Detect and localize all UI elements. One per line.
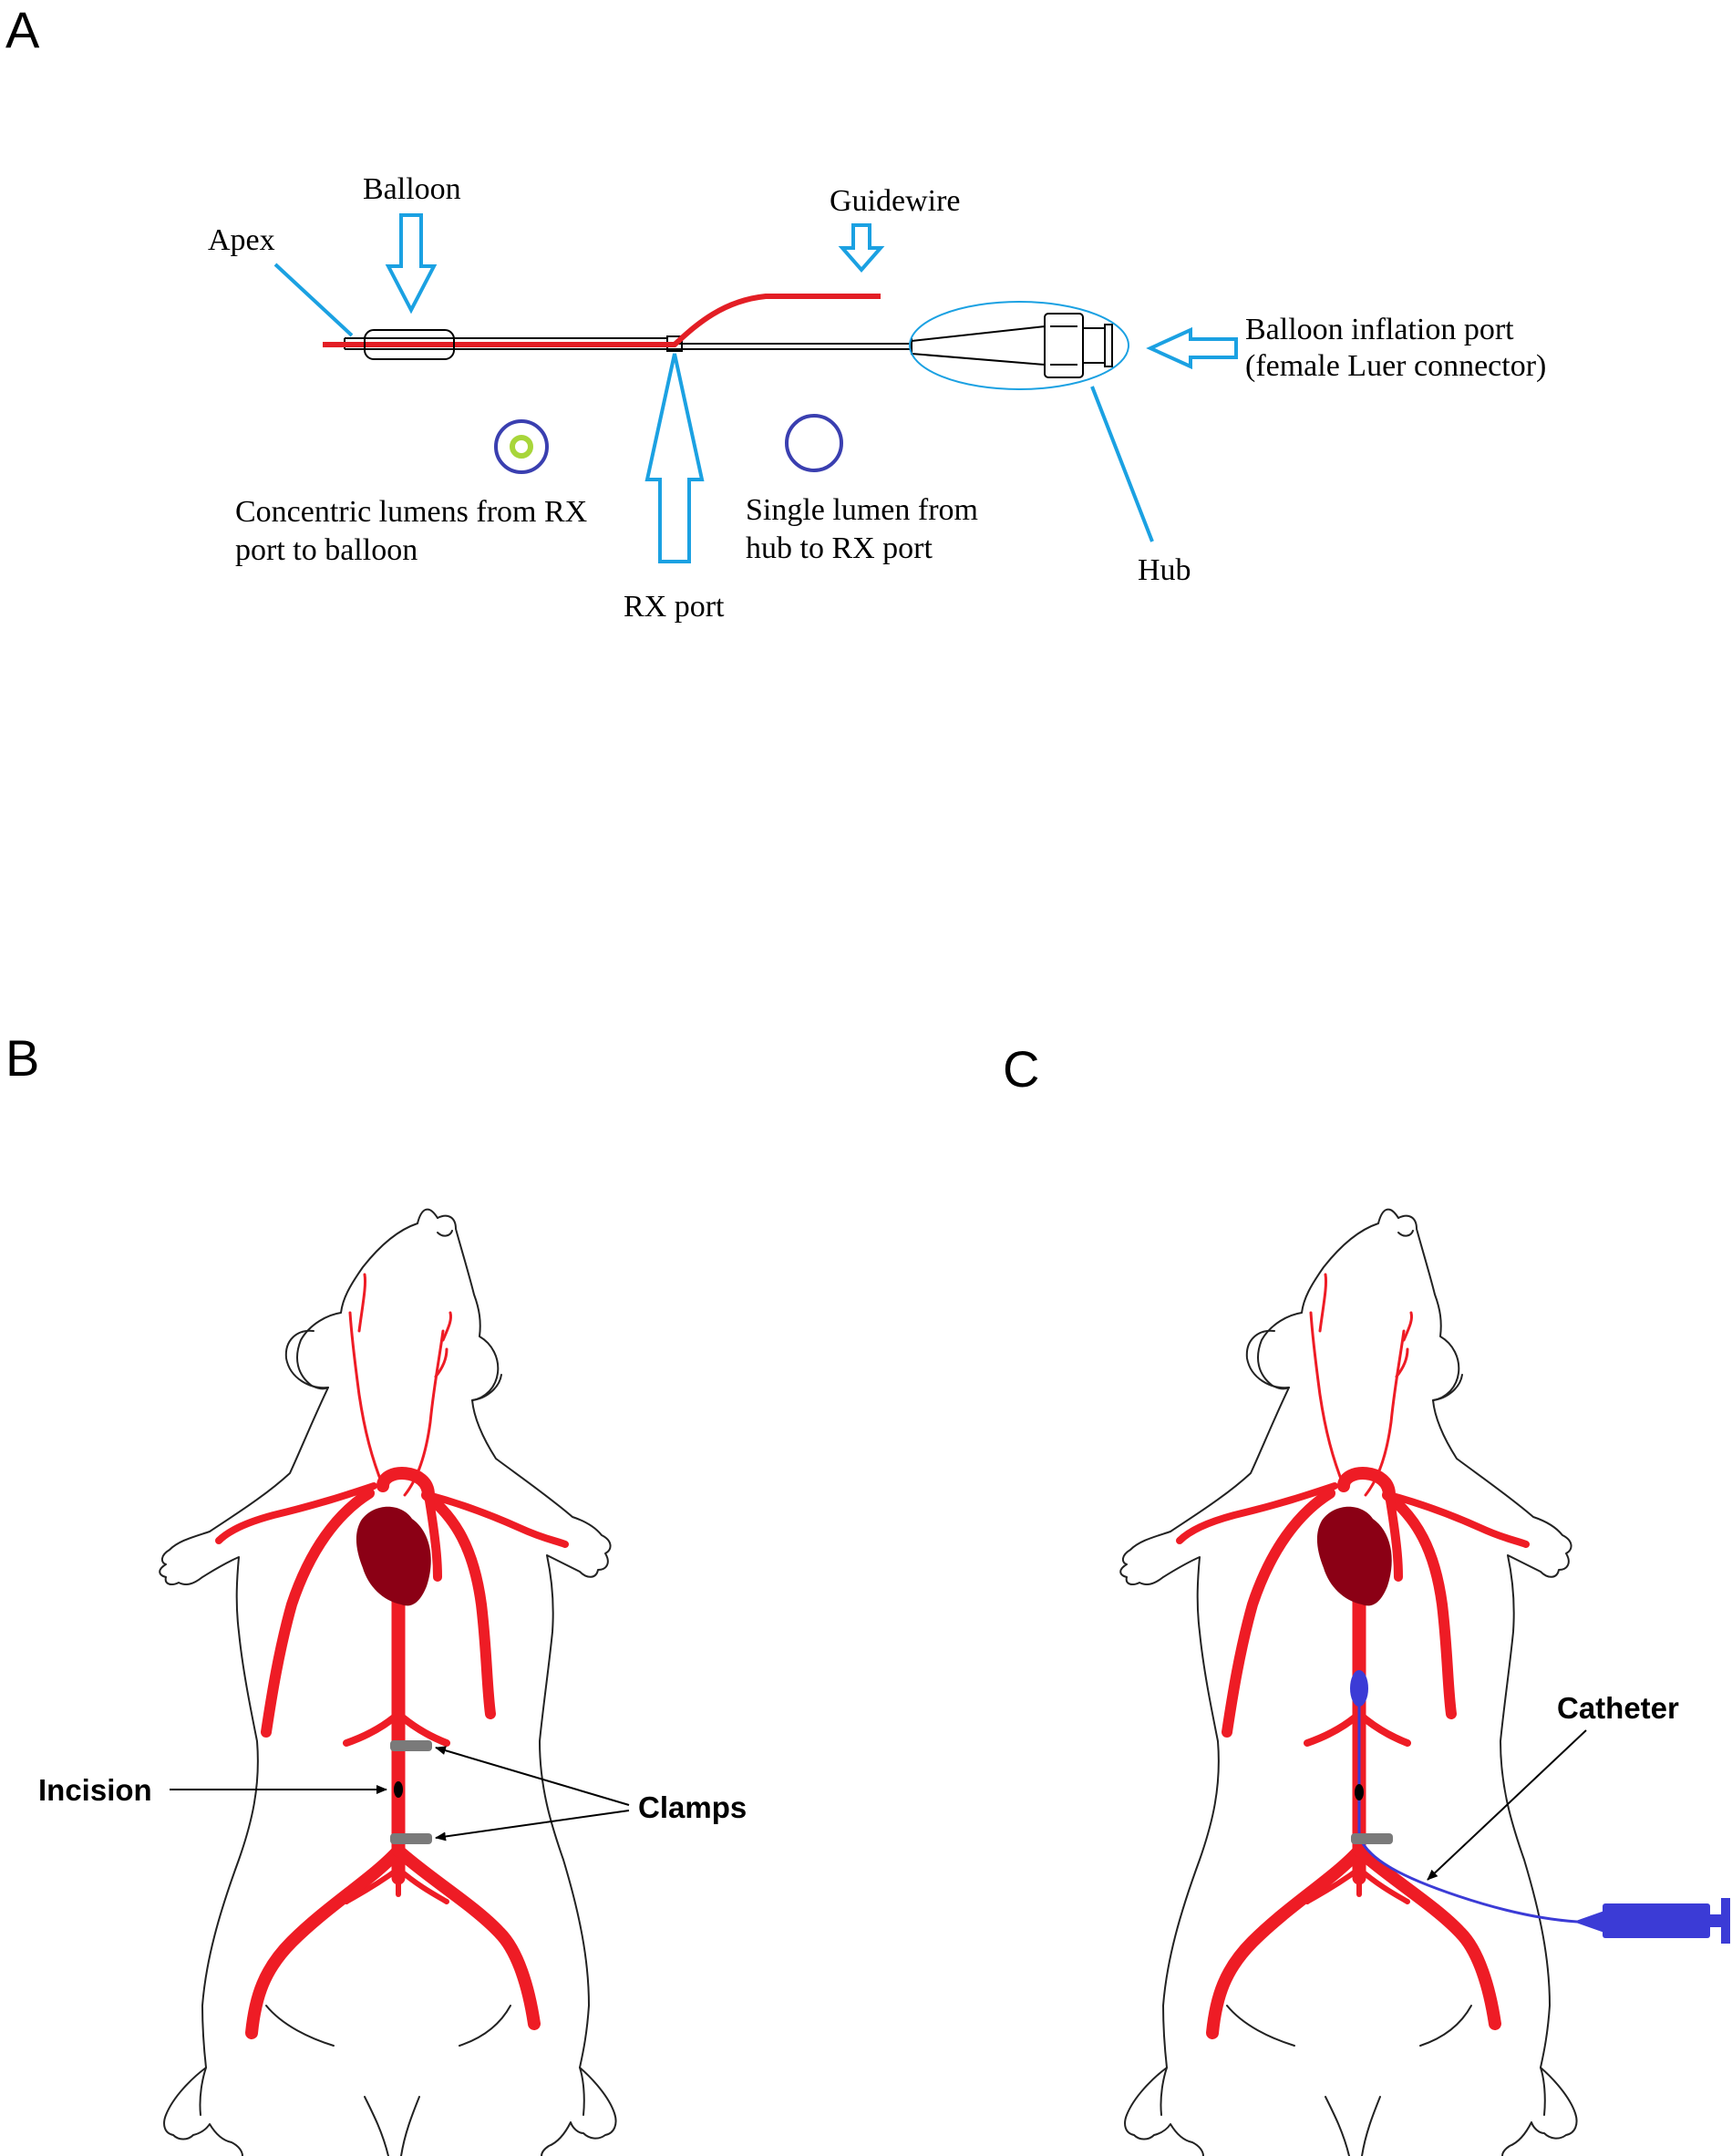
guidewire-arrow — [838, 223, 885, 273]
catheter-line — [1357, 1696, 1578, 1924]
concentric-label-2: port to balloon — [235, 533, 418, 567]
panel-c-letter: C — [1003, 1040, 1039, 1098]
balloon — [364, 329, 455, 360]
guidewire-label: Guidewire — [830, 184, 961, 218]
apex-pointer — [273, 263, 354, 337]
concentric-lumens-icon — [494, 419, 549, 474]
lower-clamp-c — [1351, 1833, 1393, 1844]
rx-port-label: RX port — [624, 590, 725, 624]
hub — [911, 313, 1113, 378]
clamp-pointer-lower — [435, 1810, 630, 1841]
inflation-port-label-1: Balloon inflation port — [1245, 313, 1514, 346]
inflation-port-arrow — [1146, 326, 1238, 370]
hub-ellipse — [909, 301, 1129, 390]
rat-illustration-b — [160, 1210, 615, 2156]
guidewire — [323, 294, 881, 347]
rx-port-arrow — [644, 353, 705, 563]
balloon-arrow — [385, 213, 438, 315]
panel-a: A Apex Balloon Guidewire — [5, 1, 1546, 624]
panel-a-letter: A — [5, 1, 40, 58]
upper-clamp — [390, 1740, 432, 1751]
incision-label: Incision — [38, 1773, 152, 1807]
concentric-label-1: Concentric lumens from RX — [235, 495, 587, 529]
apex-label: Apex — [208, 223, 275, 257]
rat-illustration-c — [1120, 1210, 1576, 2156]
panel-b-letter: B — [5, 1029, 39, 1087]
hub-label: Hub — [1138, 553, 1191, 587]
catheter-label: Catheter — [1557, 1691, 1679, 1725]
panel-b: B Incision Clamps — [5, 1029, 747, 2156]
inflation-port-label-2: (female Luer connector) — [1245, 349, 1546, 383]
balloon-label: Balloon — [363, 172, 461, 206]
syringe — [1573, 1898, 1730, 1944]
single-lumen-icon — [785, 414, 843, 472]
catheter-pointer — [1427, 1729, 1587, 1881]
incision-mark-c — [1355, 1784, 1364, 1800]
hub-pointer — [1090, 386, 1154, 542]
clamp-pointer-upper — [435, 1746, 630, 1806]
clamps-label: Clamps — [638, 1790, 747, 1824]
inflated-balloon — [1350, 1670, 1368, 1707]
lower-clamp — [390, 1833, 432, 1844]
panel-c: C Catheter — [1003, 1040, 1730, 2156]
incision-mark — [394, 1781, 403, 1798]
single-lumen-label-2: hub to RX port — [746, 531, 933, 565]
single-lumen-label-1: Single lumen from — [746, 493, 978, 527]
